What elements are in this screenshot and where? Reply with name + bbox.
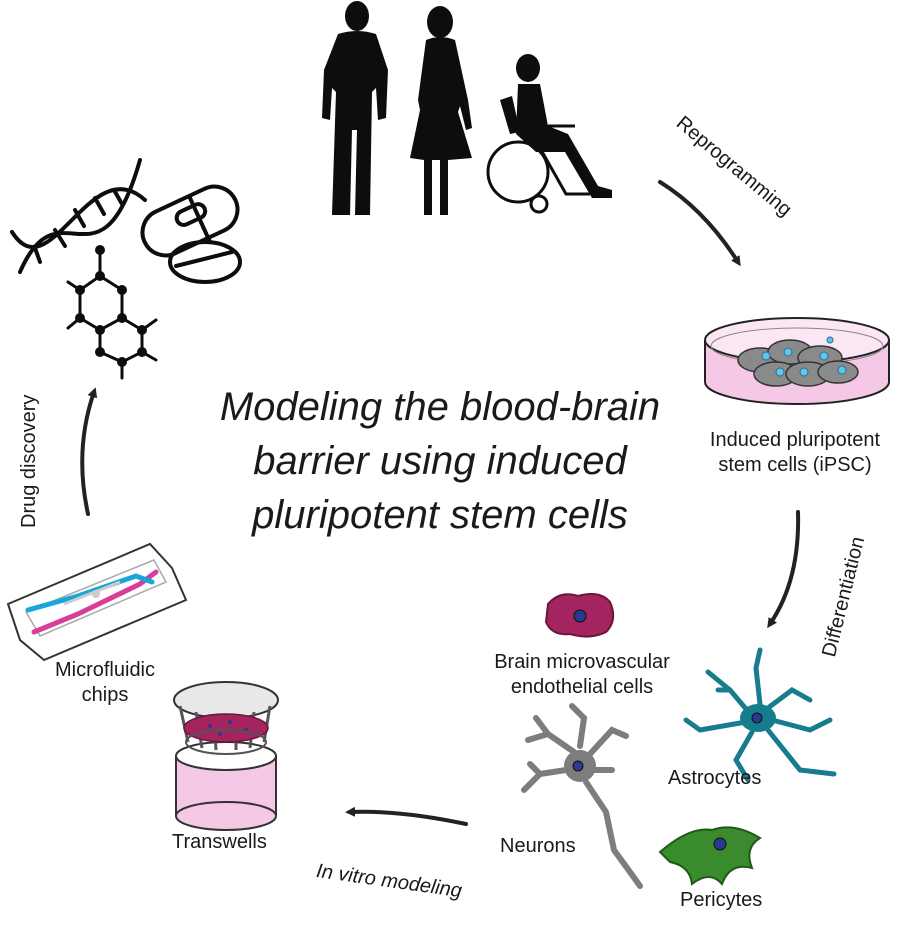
astrocyte-cell bbox=[683, 647, 837, 783]
capsule-pill-icon bbox=[140, 184, 240, 258]
label-bmec-line2: endothelial cells bbox=[510, 676, 654, 698]
label-bmec: Brain microvascular endothelial cells bbox=[462, 650, 702, 700]
man-silhouette bbox=[322, 1, 388, 215]
drug-discovery-icons bbox=[10, 158, 242, 380]
pericyte-cell bbox=[658, 826, 762, 886]
label-pericytes: Pericytes bbox=[680, 889, 763, 911]
step-label-drug-discovery: Drug discovery bbox=[18, 394, 40, 528]
microfluidic-chip bbox=[6, 542, 188, 662]
wheelchair-user-silhouette bbox=[500, 54, 612, 198]
petri-dish-ipsc bbox=[704, 317, 890, 405]
label-neurons: Neurons bbox=[500, 835, 576, 857]
label-microfluidic: Microfluidic chips bbox=[30, 658, 180, 708]
label-astrocytes: Astrocytes bbox=[668, 767, 762, 789]
cycle-arrows bbox=[80, 180, 801, 826]
neuron-cell bbox=[521, 703, 643, 889]
arrow-differentiation bbox=[767, 510, 801, 629]
patients-silhouettes bbox=[322, 1, 612, 215]
title-line-2: barrier using induced bbox=[253, 439, 627, 483]
tablet-pill-icon bbox=[168, 240, 242, 284]
transwell-device bbox=[173, 681, 279, 831]
label-microfluidic-line1: Microfluidic bbox=[54, 659, 156, 681]
arrow-in-vitro-modeling bbox=[345, 806, 468, 826]
dna-helix-icon bbox=[10, 158, 147, 274]
title-line-3: pluripotent stem cells bbox=[252, 493, 628, 537]
bmec-cell bbox=[544, 593, 615, 638]
label-ipsc-line1: Induced pluripotent bbox=[709, 429, 881, 451]
label-bmec-line1: Brain microvascular bbox=[494, 651, 670, 673]
label-microfluidic-line2: chips bbox=[81, 684, 129, 706]
label-ipsc-line2: stem cells (iPSC) bbox=[718, 454, 872, 476]
diagram-title: Modeling the blood-brain barrier using i… bbox=[190, 380, 690, 542]
molecule-icon bbox=[66, 245, 158, 380]
title-line-1: Modeling the blood-brain bbox=[219, 385, 661, 429]
woman-silhouette bbox=[410, 6, 472, 215]
label-transwells: Transwells bbox=[172, 831, 267, 853]
arrow-drug-discovery bbox=[80, 387, 98, 516]
label-ipsc: Induced pluripotent stem cells (iPSC) bbox=[690, 428, 900, 478]
arrow-reprogramming bbox=[658, 180, 741, 267]
wheelchair bbox=[486, 124, 590, 214]
